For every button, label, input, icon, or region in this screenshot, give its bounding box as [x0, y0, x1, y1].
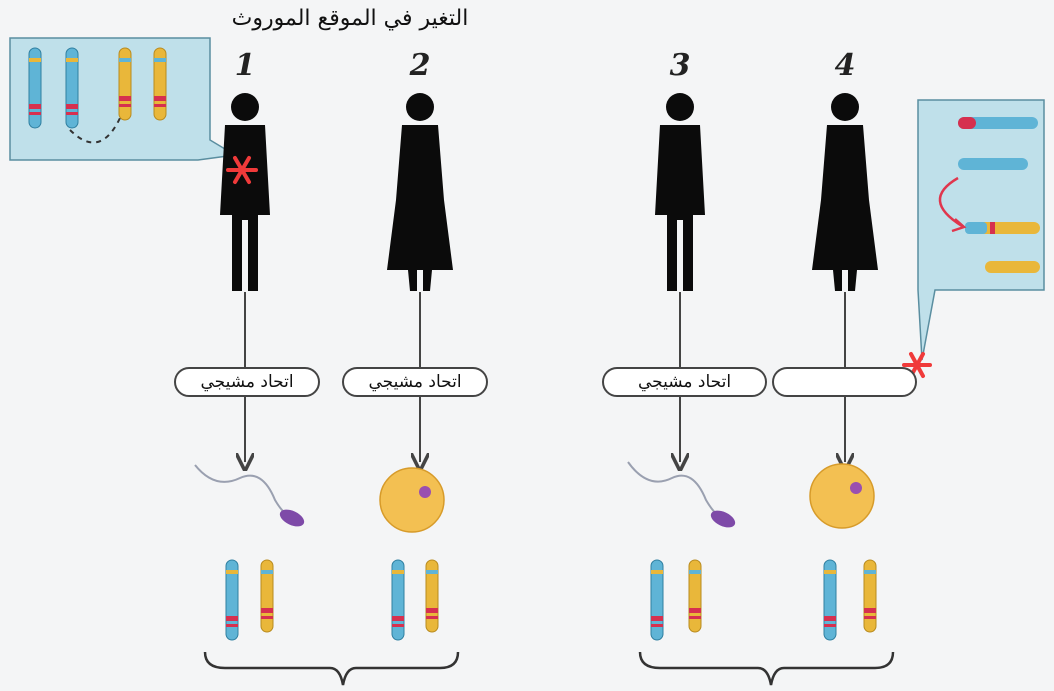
chromosome-callout-left [10, 38, 235, 160]
gametogenesis-label-1: اتحاد مشيجي [174, 367, 320, 397]
brace-right [640, 652, 893, 685]
sperm-cell-icon-1 [195, 465, 307, 530]
egg-cell-icon-2 [380, 468, 444, 532]
chromosome-row-3 [965, 222, 1040, 234]
egg-cell-icon-4 [810, 464, 874, 528]
male-silhouette-icon-1 [220, 93, 270, 291]
offspring-chromosomes-left [226, 560, 438, 640]
gametogenesis-label-3: اتحاد مشيجي [602, 367, 767, 397]
brace-left [205, 652, 458, 685]
female-silhouette-icon-4 [812, 93, 878, 291]
person-number-2: 2 [400, 48, 440, 83]
gametogenesis-label-4 [772, 367, 917, 397]
chromosome-row-2 [958, 158, 1028, 170]
person-number-1: 1 [225, 48, 265, 83]
person-number-3: 3 [660, 48, 700, 83]
offspring-chromosomes-right [651, 560, 876, 640]
chromosome-row-1 [958, 117, 1038, 129]
gametogenesis-label-2: اتحاد مشيجي [342, 367, 488, 397]
person-number-4: 4 [825, 48, 865, 83]
female-silhouette-icon-2 [387, 93, 453, 291]
sperm-cell-icon-3 [628, 462, 738, 531]
diagram-title: التغير في الموقع الموروث [200, 6, 500, 31]
male-silhouette-icon-3 [655, 93, 705, 291]
chromosome-row-4 [985, 261, 1040, 273]
chromosome-callout-right [918, 100, 1044, 360]
